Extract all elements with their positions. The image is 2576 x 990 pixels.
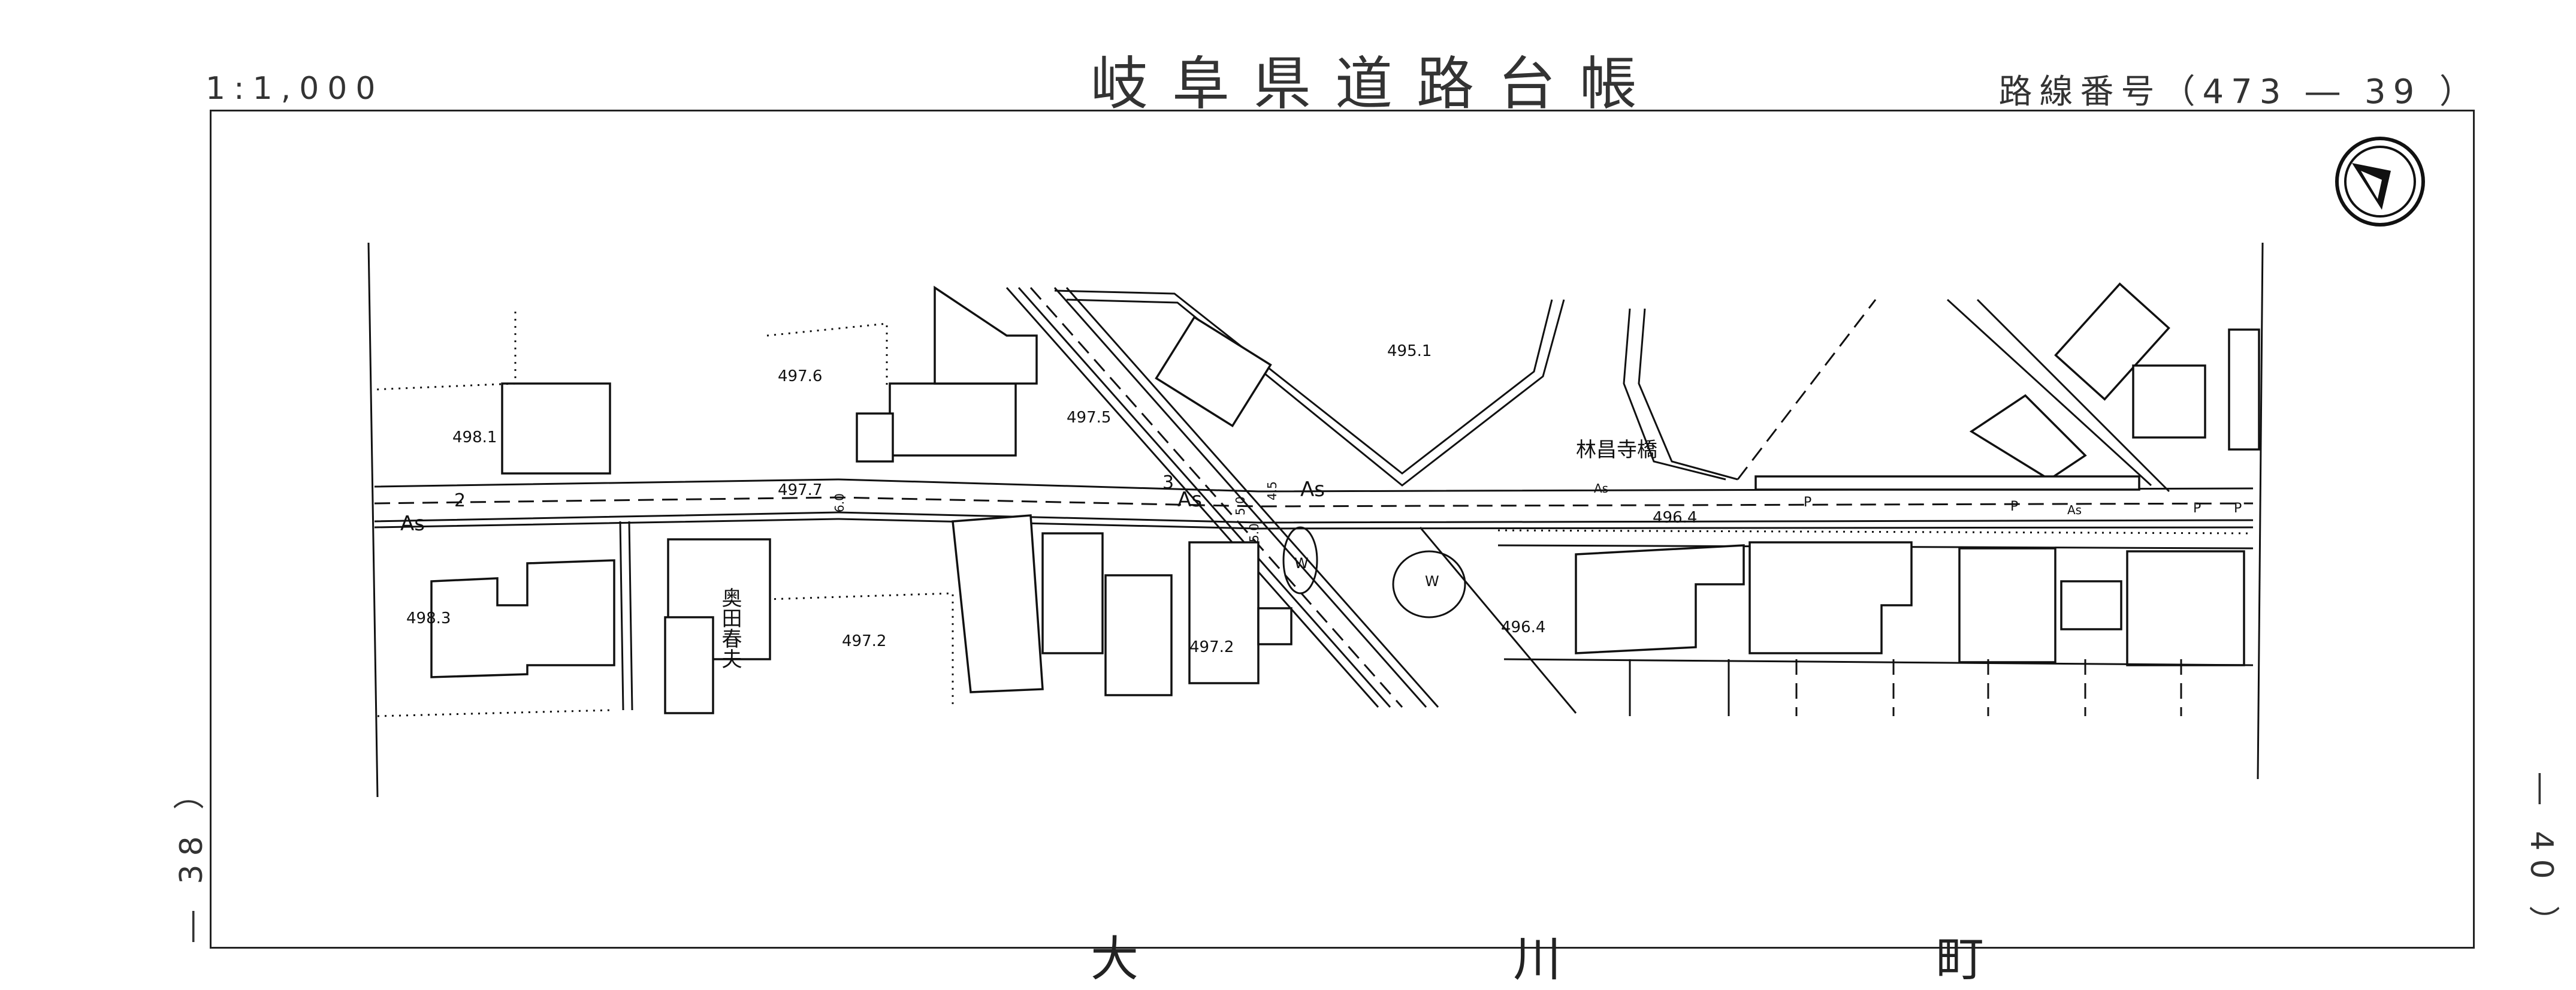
owner-name: 奥田春夫 (718, 587, 742, 669)
lot-boundary-4 (377, 709, 612, 717)
width-4: 5.0 (1247, 523, 1261, 542)
surface-label-2: As (1177, 488, 1202, 512)
parking-label-1: P (1804, 495, 1811, 510)
road-map: 林昌寺橋 奥田春夫 As As As As As P P P P 497.6 4… (367, 137, 2425, 798)
parking-label-3: P (2193, 501, 2201, 516)
upper-dashed-boundary (1737, 299, 1877, 480)
point-number-3: 3 (1162, 472, 1174, 493)
upper-diagonal-street-inner (1976, 298, 2170, 493)
lot-boundary-3 (766, 592, 954, 707)
elevation-6: 496.4 (1653, 509, 1697, 527)
elevation-5: 497.7 (778, 481, 822, 499)
surface-label-1: As (400, 512, 425, 536)
map-left-edge (367, 242, 379, 798)
elevation-2: 498.1 (452, 428, 497, 446)
elevation-9: 497.2 (1189, 638, 1234, 656)
upper-diagonal-street (1946, 298, 2152, 487)
lower-buildings (430, 514, 2245, 714)
elevation-10: 496.4 (1501, 618, 1545, 636)
width-2: 5.0 (1233, 496, 1248, 515)
water-mark-2: W (1425, 573, 1439, 590)
route-number: 路線番号（473 ― 39 ） (1998, 73, 2480, 111)
parking-label-2: P (2010, 499, 2018, 514)
lot-boundary-1 (374, 312, 517, 391)
north-arrow-icon (2335, 137, 2425, 227)
upper-street-left (1054, 289, 1553, 475)
parking-label-4: P (2234, 501, 2242, 516)
bridge-name: 林昌寺橋 (1576, 438, 1657, 462)
elevation-8: 497.2 (842, 632, 886, 650)
railway (1005, 287, 1577, 714)
map-right-edge (2257, 242, 2264, 780)
upper-street-right (1623, 308, 1726, 481)
width-1: 6.0 (832, 493, 847, 512)
page-title: 岐阜県道路台帳 (1091, 50, 1661, 117)
elevation-3: 497.5 (1067, 409, 1111, 427)
lower-lot-lines (619, 521, 2254, 716)
elevation-1: 497.6 (778, 367, 822, 385)
point-number-2: 2 (454, 490, 466, 511)
upper-street-right-inner (1638, 308, 1738, 481)
surface-label-5: As (2067, 503, 2082, 517)
upper-buildings (501, 282, 2260, 491)
scale-label: 1:1,000 (206, 71, 384, 107)
surface-label-3: As (1300, 478, 1325, 502)
adjacent-sheet-right: ― 40 ） (2523, 773, 2559, 946)
upper-street-left-inner (1066, 298, 1565, 487)
elevation-7: 498.3 (406, 609, 451, 627)
width-3: 4.5 (1265, 481, 1279, 500)
water-mark-1: W (1294, 555, 1309, 572)
surface-label-4: As (1594, 481, 1608, 496)
elevation-4: 495.1 (1387, 342, 1432, 360)
